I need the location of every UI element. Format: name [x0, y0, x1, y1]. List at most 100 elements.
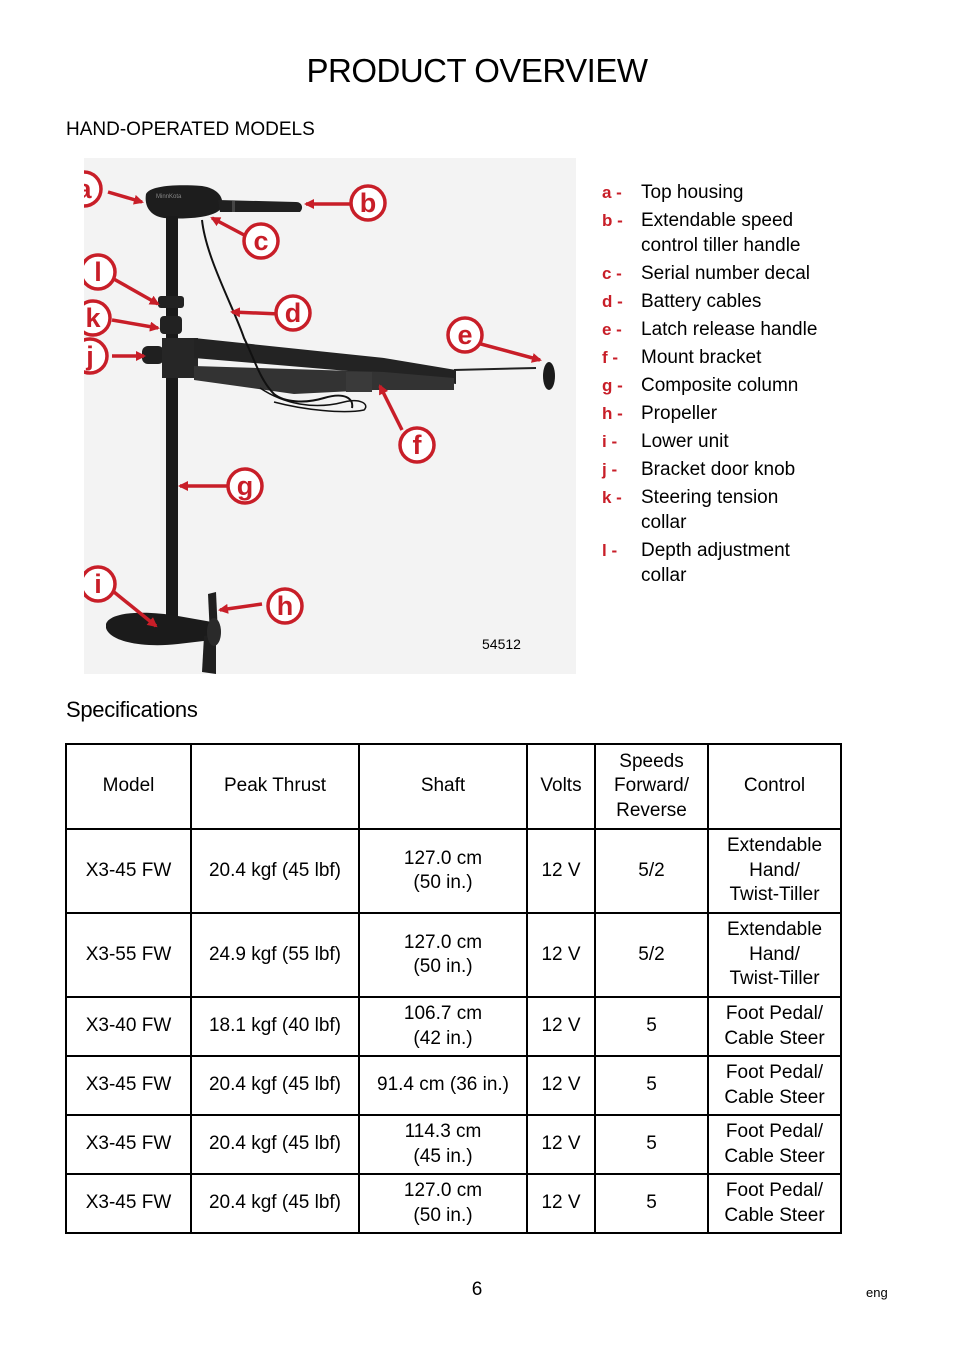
- legend-key: c -: [602, 264, 622, 283]
- callout-c: c: [242, 222, 280, 260]
- table-cell: 106.7 cm(42 in.): [358, 996, 528, 1057]
- legend-key: l -: [602, 541, 618, 560]
- svg-text:a: a: [84, 174, 92, 204]
- table-cell: 12 V: [526, 828, 596, 914]
- table-cell: X3-55 FW: [65, 912, 192, 998]
- legend-item: d -Battery cables: [602, 289, 902, 314]
- legend-label: Depth adjustment: [641, 540, 790, 561]
- table-cell: X3-45 FW: [65, 1114, 192, 1175]
- callout-k: k: [84, 299, 112, 337]
- legend-item: j -Bracket door knob: [602, 457, 902, 482]
- table-cell: 5/2: [594, 828, 709, 914]
- legend-item: b - Extendable speed control tiller handle: [602, 208, 902, 258]
- legend-key: k -: [602, 488, 622, 507]
- legend-key: f -: [602, 348, 619, 367]
- table-cell: 12 V: [526, 996, 596, 1057]
- legend-key: b -: [602, 211, 623, 230]
- callout-e: e: [446, 316, 484, 354]
- svg-text:k: k: [85, 303, 101, 333]
- table-cell: 5: [594, 1114, 709, 1175]
- page-number: 6: [471, 1279, 483, 1300]
- svg-text:b: b: [360, 188, 377, 218]
- table-cell: X3-40 FW: [65, 996, 192, 1057]
- table-cell: 12 V: [526, 1173, 596, 1234]
- table-cell: Foot Pedal/Cable Steer: [707, 1114, 842, 1175]
- table-cell: 5: [594, 996, 709, 1057]
- table-cell: 127.0 cm(50 in.): [358, 912, 528, 998]
- svg-text:c: c: [253, 226, 268, 256]
- legend-key: i -: [602, 432, 618, 451]
- legend-key: g -: [602, 376, 623, 395]
- legend-key: h -: [602, 404, 623, 423]
- legend-key: j -: [602, 460, 618, 479]
- table-cell: 127.0 cm(50 in.): [358, 828, 528, 914]
- svg-text:d: d: [285, 298, 302, 328]
- legend-item: h - Propeller: [602, 401, 902, 426]
- legend-label: Mount bracket: [641, 347, 762, 368]
- table-cell: 20.4 kgf (45 lbf): [190, 1173, 360, 1234]
- svg-text:e: e: [457, 320, 472, 350]
- table-cell: Foot Pedal/Cable Steer: [707, 996, 842, 1057]
- callout-l: l: [84, 253, 117, 291]
- table-cell: 20.4 kgf (45 lbf): [190, 1055, 360, 1116]
- legend-label: control tiller handle: [641, 235, 801, 256]
- specifications-title: Specifications: [66, 697, 198, 722]
- table-cell: Foot Pedal/Cable Steer: [707, 1055, 842, 1116]
- table-cell: 18.1 kgf (40 lbf): [190, 996, 360, 1057]
- legend-label: collar: [641, 512, 687, 533]
- table-cell: 12 V: [526, 1114, 596, 1175]
- callout-a: a: [84, 170, 103, 208]
- svg-text:i: i: [94, 569, 102, 599]
- legend-key: a -: [602, 183, 622, 202]
- svg-text:h: h: [277, 591, 294, 621]
- table-cell: 127.0 cm(50 in.): [358, 1173, 528, 1234]
- callout-g: g: [226, 467, 264, 505]
- legend-label: Latch release handle: [641, 319, 818, 340]
- motor-illustration: MinnKota: [106, 185, 555, 674]
- legend-label: collar: [641, 565, 687, 586]
- legend-item: l - Depth adjustment collar: [602, 538, 902, 588]
- legend-key: e -: [602, 320, 622, 339]
- legend-label: Extendable speed: [641, 210, 794, 231]
- table-cell: 91.4 cm (36 in.): [358, 1055, 528, 1116]
- table-cell: 5: [594, 1173, 709, 1234]
- table-cell: 114.3 cm(45 in.): [358, 1114, 528, 1175]
- column-header: Shaft: [358, 743, 528, 830]
- figure-id: 54512: [482, 636, 521, 652]
- table-cell: X3-45 FW: [65, 828, 192, 914]
- figure-callouts: a b c l d k e j f g i h: [84, 170, 484, 625]
- parts-legend: a - Top housing b - Extendable speed control…: [602, 180, 902, 591]
- callout-f: f: [398, 426, 436, 464]
- table-cell: 12 V: [526, 912, 596, 998]
- table-cell: 5/2: [594, 912, 709, 998]
- table-cell: 12 V: [526, 1055, 596, 1116]
- legend-label: Top housing: [641, 182, 744, 203]
- callout-b: b: [349, 184, 387, 222]
- table-cell: 20.4 kgf (45 lbf): [190, 828, 360, 914]
- callout-j: j: [84, 337, 109, 375]
- legend-key: d -: [602, 292, 623, 311]
- language-code: eng: [866, 1285, 888, 1300]
- column-header: Model: [65, 743, 192, 830]
- table-cell: 20.4 kgf (45 lbf): [190, 1114, 360, 1175]
- legend-label: Propeller: [641, 403, 718, 424]
- svg-text:j: j: [85, 341, 94, 371]
- section-title: HAND-OPERATED MODELS: [66, 119, 315, 140]
- column-header: Control: [707, 743, 842, 830]
- svg-text:l: l: [94, 257, 102, 287]
- table-cell: 24.9 kgf (55 lbf): [190, 912, 360, 998]
- table-cell: Foot Pedal/Cable Steer: [707, 1173, 842, 1234]
- legend-item: e - Latch release handle: [602, 317, 902, 342]
- legend-item: c -Serial number decal: [602, 261, 902, 286]
- legend-item: f - Mount bracket: [602, 345, 902, 370]
- legend-label: Lower unit: [641, 431, 729, 452]
